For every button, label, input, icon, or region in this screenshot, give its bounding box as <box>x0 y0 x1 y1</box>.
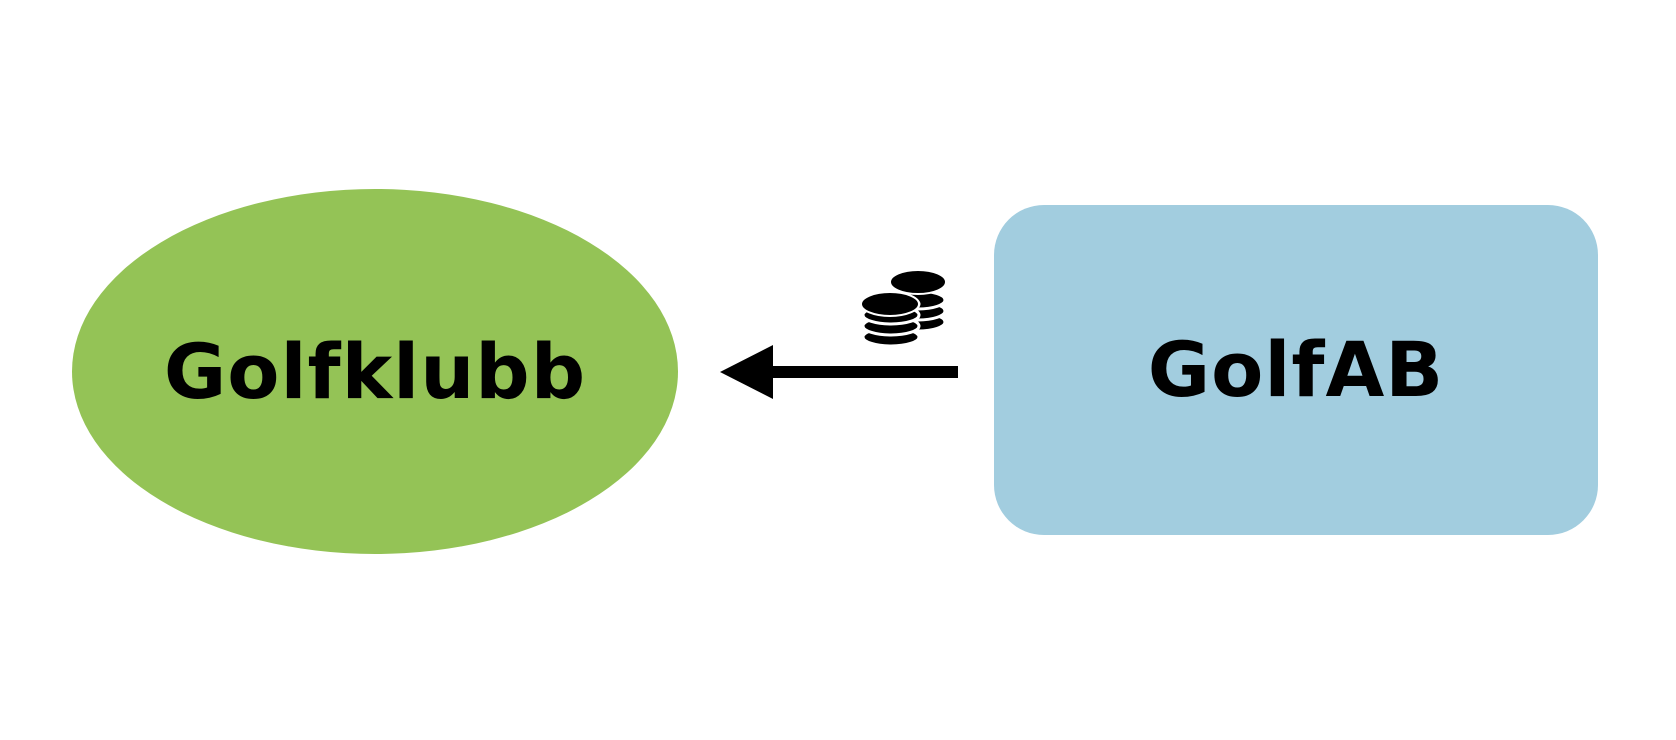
golfab-node: GolfAB <box>994 205 1598 535</box>
arrow-head <box>720 345 773 399</box>
golfab-label: GolfAB <box>1147 325 1445 414</box>
golfklubb-node: Golfklubb <box>72 189 678 554</box>
golfklubb-label: Golfklubb <box>163 326 587 416</box>
flow-arrow <box>720 345 958 399</box>
coins-icon <box>860 269 947 348</box>
